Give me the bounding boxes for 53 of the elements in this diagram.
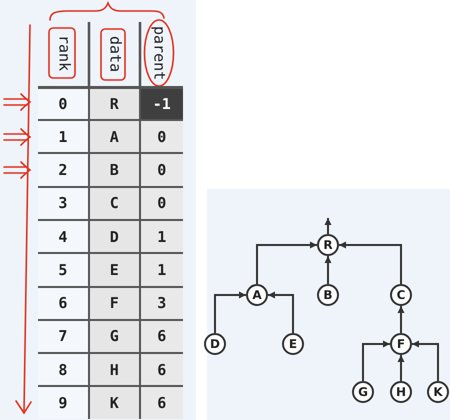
table-cell: 2 [38, 152, 88, 186]
table-cell: 4 [38, 218, 88, 252]
node-label: K [433, 386, 443, 398]
table-cell: 1 [138, 252, 183, 286]
table-cell: -1 [138, 86, 183, 120]
table-cell: B [88, 152, 139, 186]
column-header: rank [56, 35, 72, 72]
arrow [324, 256, 332, 284]
node-label: E [288, 338, 298, 350]
table-cell: 1 [138, 218, 183, 252]
table-cell: G [88, 318, 139, 352]
table-cell: 6 [138, 385, 183, 419]
column-header: data [108, 36, 122, 72]
table-cell: R [88, 86, 139, 120]
table-cell: 3 [38, 186, 88, 219]
arrow [398, 355, 404, 381]
table-cell: 6 [138, 352, 183, 386]
arrow [214, 292, 246, 333]
node-label: F [396, 338, 406, 350]
column-header: parent [152, 26, 166, 80]
table-cell: 8 [38, 352, 88, 386]
table-cell: 5 [38, 252, 88, 286]
table-cell: 1 [38, 119, 88, 152]
node-label: B [323, 289, 333, 301]
table-cell: 0 [138, 152, 183, 186]
table-cell: H [88, 352, 139, 386]
table-cell: C [88, 186, 139, 219]
arrow [362, 340, 390, 381]
table-cell: D [88, 218, 139, 252]
table-cell: 9 [38, 385, 88, 419]
arrow [268, 292, 294, 333]
table-cell: K [88, 385, 139, 419]
table-cell: 7 [38, 318, 88, 352]
table-cell: 3 [138, 286, 183, 319]
node-label: A [252, 289, 262, 301]
table-cell: 0 [138, 119, 183, 152]
table-cell: 0 [138, 186, 183, 219]
node-label: G [358, 386, 368, 398]
node-label: D [210, 338, 220, 350]
arrow [398, 306, 404, 333]
arrow [339, 242, 402, 284]
table-cell: 6 [38, 286, 88, 319]
arrow [256, 242, 317, 284]
arrow [412, 340, 439, 381]
table-cell: F [88, 286, 139, 319]
node-label: R [323, 239, 333, 251]
table-cell: E [88, 252, 139, 286]
node-label: H [396, 386, 406, 398]
table-cell: 0 [38, 86, 88, 120]
arrow [324, 218, 332, 234]
table-cell: A [88, 119, 139, 152]
table-cell: 6 [138, 318, 183, 352]
node-label: C [396, 289, 406, 301]
